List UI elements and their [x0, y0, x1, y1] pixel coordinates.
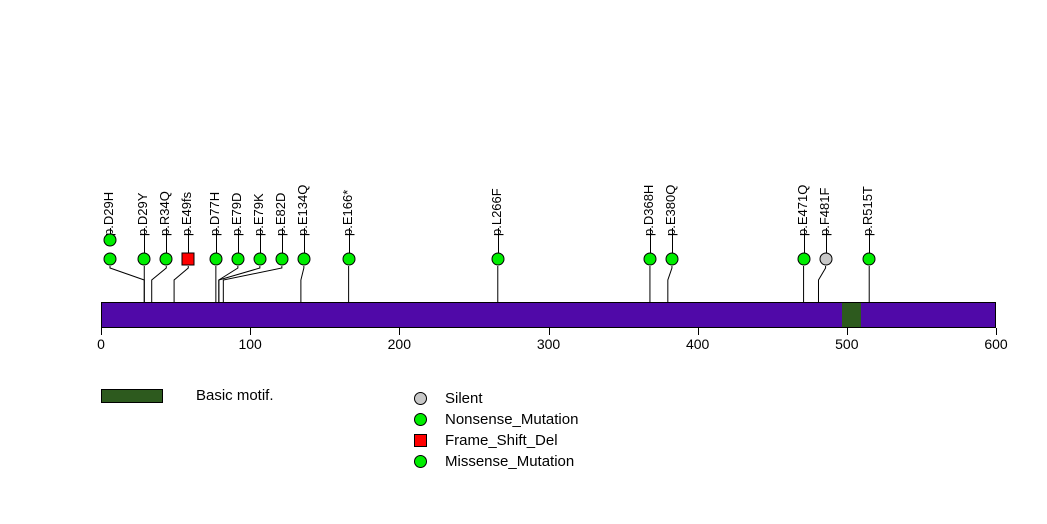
axis-tick-label: 400 — [685, 336, 710, 352]
axis-tick-label: 100 — [238, 336, 262, 352]
lollipop-stem — [348, 228, 350, 253]
lollipop-stem — [497, 228, 499, 253]
protein-backbone — [101, 302, 996, 328]
legend-domain-label: Basic motif. — [196, 387, 274, 404]
axis-tick — [697, 328, 699, 335]
lollipop-head[interactable] — [103, 233, 117, 247]
legend-item-label: Silent — [445, 389, 483, 407]
legend-item[interactable]: Silent — [414, 388, 578, 409]
lollipop-head[interactable] — [137, 252, 151, 266]
lollipop-connector — [667, 266, 673, 302]
lollipop-connector — [151, 266, 167, 302]
lollipop-connector — [173, 266, 189, 302]
lollipop-stem — [188, 228, 190, 253]
lollipop-head[interactable] — [231, 252, 245, 266]
axis-tick — [846, 328, 848, 335]
lollipop-stem — [649, 228, 651, 253]
lollipop-connector — [817, 266, 827, 302]
lollipop-stem — [869, 228, 871, 253]
lollipop-connector — [300, 266, 305, 302]
lollipop-head[interactable] — [209, 252, 223, 266]
protein-domain — [841, 303, 862, 327]
lollipop-head[interactable] — [159, 252, 173, 266]
axis-tick — [250, 328, 252, 335]
lollipop-head[interactable] — [665, 252, 679, 266]
lollipop-connector — [218, 266, 261, 302]
lollipop-stem — [110, 228, 111, 234]
lollipop-head[interactable] — [297, 252, 311, 266]
legend-item-label: Missense_Mutation — [445, 452, 575, 470]
legend-marker — [414, 392, 427, 405]
lollipop-head[interactable] — [797, 252, 811, 266]
axis-tick-label: 600 — [984, 336, 1008, 352]
lollipop-head[interactable] — [253, 252, 267, 266]
axis-tick-label: 300 — [536, 336, 561, 352]
lollipop-stem — [237, 228, 239, 253]
legend-item[interactable]: Missense_Mutation — [414, 451, 578, 472]
lollipop-head[interactable] — [342, 252, 356, 266]
legend-marker — [414, 413, 427, 426]
lollipop-head[interactable] — [862, 252, 876, 266]
lollipop-stem — [215, 228, 217, 253]
lollipop-head[interactable] — [103, 252, 117, 266]
lollipop-stem — [259, 228, 261, 253]
legend-marker — [414, 455, 427, 468]
lollipop-stem — [303, 228, 305, 253]
lollipop-connector — [109, 266, 145, 302]
lollipop-connector — [218, 266, 239, 302]
lollipop-stem — [281, 228, 283, 253]
axis-tick-label: 200 — [387, 336, 412, 352]
axis-tick — [399, 328, 401, 335]
lollipop-stem — [671, 228, 673, 253]
legend-item-label: Frame_Shift_Del — [445, 431, 558, 449]
lollipop-head[interactable] — [491, 252, 505, 266]
lollipop-head[interactable] — [819, 252, 833, 266]
lollipop-stem — [166, 228, 168, 253]
lollipop-head[interactable] — [181, 252, 195, 266]
legend-domain-swatch — [101, 389, 163, 403]
legend-item[interactable]: Nonsense_Mutation — [414, 409, 578, 430]
axis-tick — [101, 328, 102, 335]
axis-tick — [548, 328, 550, 335]
lollipop-head[interactable] — [643, 252, 657, 266]
lollipop-stem — [825, 228, 827, 253]
axis-tick-label: 500 — [835, 336, 859, 352]
lollipop-connector — [222, 266, 283, 302]
axis-tick-label: 0 — [97, 336, 105, 352]
legend-item[interactable]: Frame_Shift_Del — [414, 430, 578, 451]
position-axis: 0 100 200 300 400 500 600 — [0, 328, 1047, 358]
lollipop-stem — [144, 228, 146, 253]
lollipop-stem — [803, 228, 805, 253]
legend-marker — [414, 434, 427, 447]
legend-item-label: Nonsense_Mutation — [445, 410, 579, 428]
legend-domain: Basic motif. — [101, 388, 274, 404]
lollipop-head[interactable] — [275, 252, 289, 266]
axis-tick — [996, 328, 997, 335]
